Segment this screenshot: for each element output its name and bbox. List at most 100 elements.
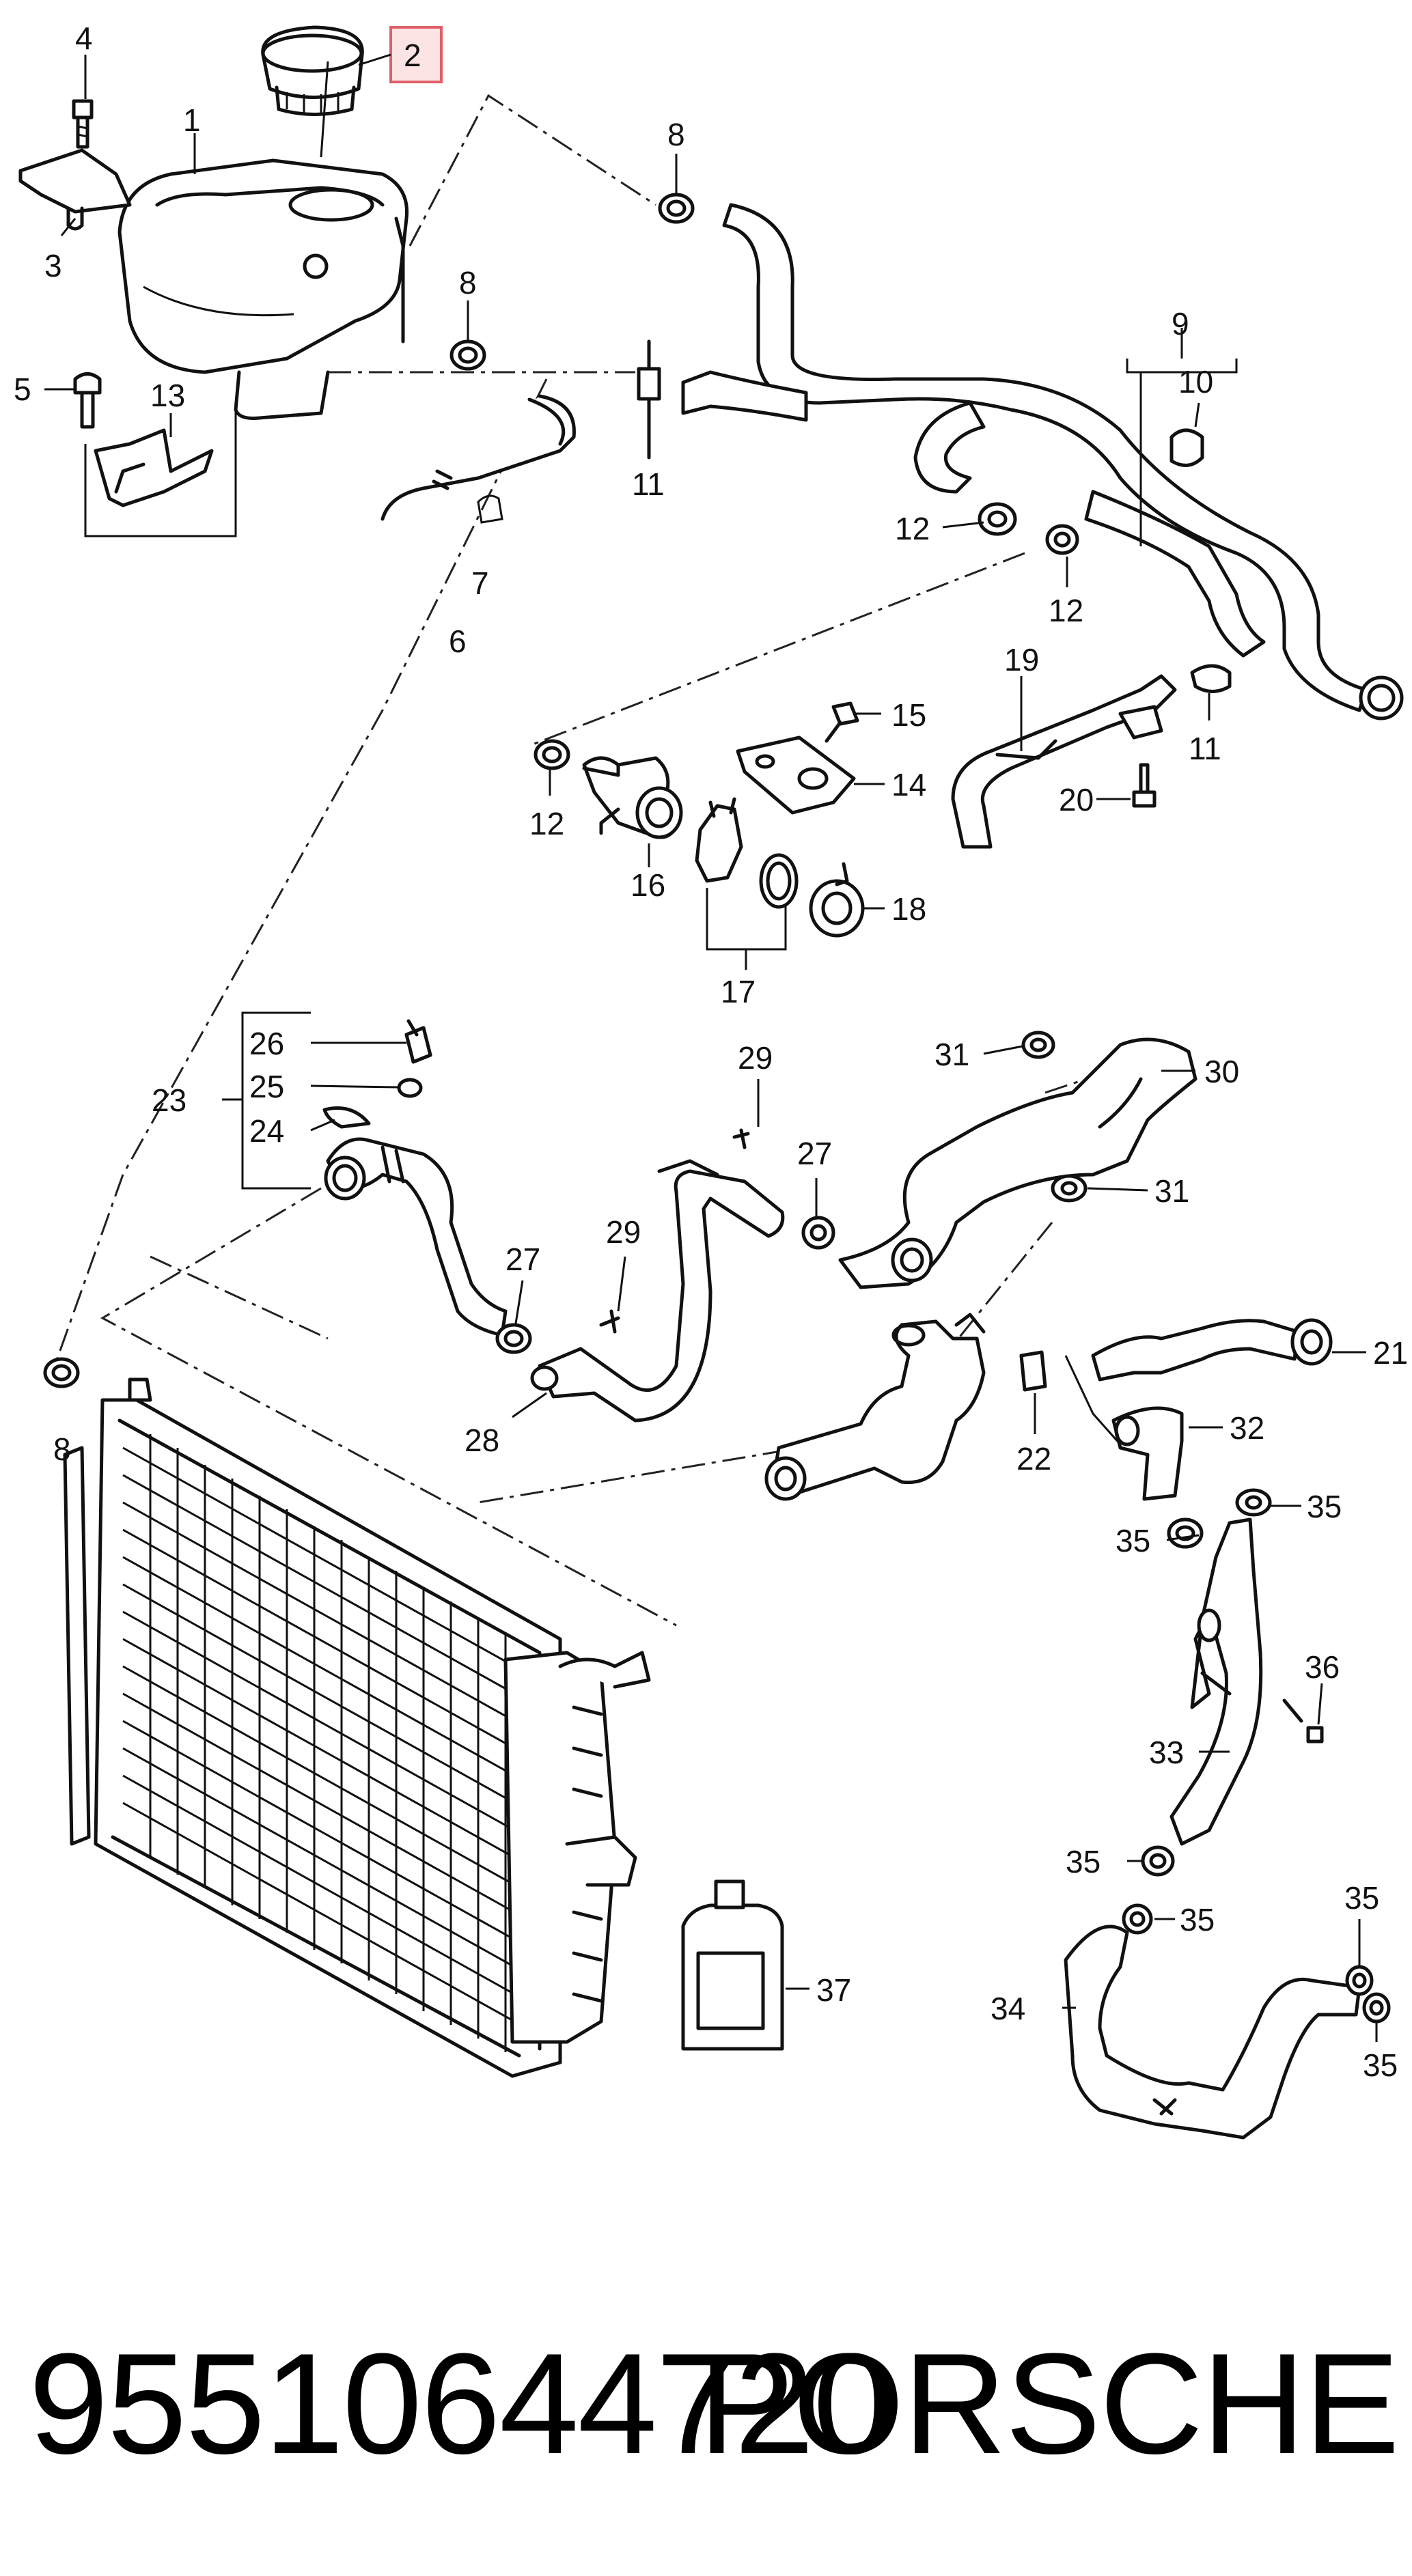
bolt-29-upper <box>732 1128 750 1149</box>
bracket-13-frame <box>84 410 237 537</box>
bolt-4 <box>72 99 94 149</box>
callout-31-b: 31 <box>1154 1173 1189 1209</box>
callout-11-a: 11 <box>632 466 665 502</box>
radiator <box>63 1377 651 2078</box>
callout-12-a: 12 <box>895 511 930 546</box>
callout-9: 9 <box>1172 306 1189 341</box>
clamp-12-c <box>534 739 570 770</box>
clamp-35-mid2 <box>1122 1903 1153 1935</box>
callout-8-c: 8 <box>53 1431 71 1467</box>
callout-18: 18 <box>891 891 926 927</box>
bracket-21-32 <box>1064 1355 1122 1445</box>
bolt-20 <box>1132 763 1157 808</box>
callout-24: 24 <box>249 1113 284 1149</box>
callout-32: 32 <box>1230 1410 1264 1446</box>
hose-32 <box>1111 1406 1184 1501</box>
brand-name: PORSCHE <box>698 2323 1400 2484</box>
callout-8-b: 8 <box>459 265 477 300</box>
callout-11-b: 11 <box>1189 731 1221 766</box>
callout-labels: 1 2 3 4 5 6 7 8 8 8 9 10 11 11 12 12 12 … <box>14 20 1408 2083</box>
seal-18 <box>809 862 865 938</box>
clamp-12-a <box>978 502 1017 536</box>
hose-23 <box>324 1137 508 1337</box>
clamp-27-left <box>495 1323 532 1354</box>
clip-22 <box>1019 1350 1047 1392</box>
callout-30: 30 <box>1204 1054 1239 1089</box>
seal-17 <box>695 797 799 909</box>
callout-4: 4 <box>75 20 93 56</box>
callout-33: 33 <box>1149 1735 1184 1770</box>
callout-5: 5 <box>14 372 31 407</box>
callout-15: 15 <box>891 697 926 733</box>
callout-20: 20 <box>1059 782 1094 817</box>
callout-12-c: 12 <box>529 806 564 841</box>
callout-22: 22 <box>1016 1441 1051 1476</box>
filler-cap <box>261 25 364 116</box>
hose-21 <box>1091 1318 1333 1382</box>
oring-25 <box>397 1078 423 1098</box>
callout-14: 14 <box>891 767 926 802</box>
clamp-12-b <box>1045 524 1079 555</box>
hose-34 <box>1064 1924 1361 2140</box>
callout-29-b: 29 <box>606 1214 641 1250</box>
clamp-27-right <box>801 1216 835 1250</box>
clamp-31-top <box>1021 1031 1055 1059</box>
callout-27-b: 27 <box>797 1136 832 1171</box>
hose-9 <box>681 203 1404 720</box>
callout-25: 25 <box>249 1069 284 1104</box>
callout-26: 26 <box>249 1026 284 1061</box>
elbow-hose-12 <box>913 401 986 494</box>
bracket-3 <box>18 148 132 231</box>
callout-3: 3 <box>44 248 62 283</box>
callout-21: 21 <box>1373 1335 1408 1371</box>
callout-35-c: 35 <box>1066 1844 1100 1879</box>
hose-6 <box>380 394 576 524</box>
leader-lines <box>44 53 1378 2042</box>
callout-37: 37 <box>816 1972 851 2008</box>
callout-35-d: 35 <box>1180 1902 1215 1937</box>
hose-30 <box>838 1037 1198 1289</box>
callout-6: 6 <box>449 624 467 659</box>
callout-35-e: 35 <box>1344 1880 1379 1916</box>
bolt-5 <box>73 372 102 429</box>
clamp-35-top-left <box>1167 1517 1204 1549</box>
callout-10: 10 <box>1178 364 1213 400</box>
clamp-10 <box>1169 428 1204 467</box>
callout-13: 13 <box>150 378 185 413</box>
pump-16 <box>582 756 683 839</box>
coolant-bottle-37 <box>681 1879 784 2051</box>
callout-19: 19 <box>1004 642 1039 677</box>
pipe-19 <box>951 674 1177 849</box>
part-number: 95510644720 <box>29 2323 893 2484</box>
bracket-13 <box>94 428 214 507</box>
callout-23: 23 <box>152 1082 186 1118</box>
connector-11-top <box>637 339 661 460</box>
callout-17: 17 <box>721 974 756 1009</box>
footer: 95510644720 PORSCHE <box>0 2315 1412 2493</box>
bolt-29-lower <box>599 1309 620 1334</box>
clamp-31-mid <box>1051 1174 1088 1203</box>
sensor-26 <box>404 1019 432 1064</box>
clamp-35-br1 <box>1345 1965 1374 1996</box>
bracket-14 <box>736 736 856 815</box>
callout-31-a: 31 <box>935 1037 969 1072</box>
clamp-35-top-right <box>1235 1488 1272 1517</box>
callout-8-a: 8 <box>667 117 685 152</box>
clamp-35-mid <box>1141 1845 1175 1877</box>
clamp-8-top <box>658 193 695 224</box>
callout-1: 1 <box>183 102 201 138</box>
callout-36: 36 <box>1305 1649 1340 1685</box>
clamp-8-low <box>43 1357 80 1388</box>
callout-29-a: 29 <box>738 1040 773 1076</box>
thermostat-housing <box>764 1313 986 1501</box>
callout-12-b: 12 <box>1049 593 1083 628</box>
pipe-28 <box>530 1159 785 1423</box>
assembly-lines <box>53 94 1128 1627</box>
callout-16: 16 <box>631 867 665 903</box>
callout-35-f: 35 <box>1363 2047 1398 2083</box>
callout-2: 2 <box>404 38 421 73</box>
callout-34: 34 <box>991 1991 1025 2026</box>
callout-7: 7 <box>471 565 489 601</box>
callout-35-b: 35 <box>1116 1523 1150 1558</box>
bolt-36 <box>1282 1698 1324 1744</box>
